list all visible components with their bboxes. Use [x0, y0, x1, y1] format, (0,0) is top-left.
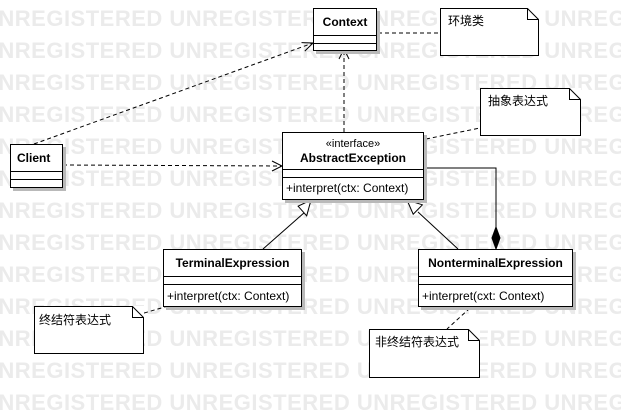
- generalization-nonterminal: [417, 211, 459, 250]
- operations-section: +interpret(cxt: Context): [419, 284, 572, 306]
- dependency-client-context: [33, 42, 314, 145]
- class-name: NonterminalExpression: [428, 256, 563, 270]
- operation-interpret: +interpret(cxt: Context): [422, 289, 545, 303]
- attributes-section: [314, 35, 376, 43]
- class-client-header: Client: [11, 145, 62, 171]
- note-text: 终结符表达式: [39, 313, 112, 327]
- operations-section: [314, 43, 376, 50]
- operations-section: [11, 179, 62, 187]
- note-text: 非终结符表达式: [375, 335, 460, 349]
- class-name: Client: [17, 151, 51, 165]
- attributes-section: [283, 169, 423, 177]
- watermark-line: UNREGISTERED UNREGISTERED UNREGISTERED U…: [0, 358, 621, 383]
- note-nonterminal[interactable]: 非终结符表达式: [369, 329, 480, 378]
- note-connector: [425, 127, 481, 140]
- note-context[interactable]: 环境类: [440, 8, 539, 56]
- class-name: TerminalExpression: [175, 256, 290, 270]
- operations-section: +interpret(ctx: Context): [164, 284, 301, 306]
- watermark-line: UNREGISTERED UNREGISTERED UNREGISTERED U…: [0, 390, 621, 415]
- operation-interpret: +interpret(ctx: Context): [167, 289, 290, 303]
- operation-interpret: +interpret(ctx: Context): [286, 181, 409, 195]
- class-context[interactable]: Context: [313, 8, 377, 51]
- class-client[interactable]: Client: [10, 144, 63, 188]
- dependency-client-abstract: [62, 164, 283, 167]
- generalization-terminal: [262, 211, 306, 250]
- note-abstract[interactable]: 抽象表达式: [480, 88, 581, 136]
- attributes-section: [164, 276, 301, 284]
- class-context-header: Context: [314, 9, 376, 35]
- attributes-section: [419, 276, 572, 284]
- note-terminal[interactable]: 终结符表达式: [34, 306, 144, 354]
- note-shape: [369, 329, 480, 378]
- composition-diamond: [491, 225, 501, 251]
- composition-line: [425, 167, 497, 227]
- class-name: AbstractException: [299, 150, 407, 165]
- class-nonterminal-expression-header: NonterminalExpression: [419, 250, 572, 276]
- class-name: Context: [322, 15, 368, 29]
- note-shape: [480, 88, 581, 136]
- class-nonterminal-expression[interactable]: NonterminalExpression +interpret(cxt: Co…: [418, 249, 573, 307]
- note-text: 环境类: [448, 14, 485, 28]
- note-connector: [446, 307, 471, 330]
- note-text: 抽象表达式: [488, 94, 549, 108]
- note-shape: [34, 306, 144, 354]
- generalization-arrowhead: [406, 199, 424, 216]
- generalization-arrowhead: [297, 199, 312, 217]
- stereotype-label: «interface»: [325, 137, 381, 150]
- operations-section: +interpret(ctx: Context): [283, 177, 423, 199]
- class-terminal-expression[interactable]: TerminalExpression +interpret(ctx: Conte…: [163, 249, 302, 307]
- note-shape: [440, 8, 539, 56]
- class-terminal-expression-header: TerminalExpression: [164, 250, 301, 276]
- class-abstract-exception[interactable]: «interface» AbstractException +interpret…: [282, 132, 424, 200]
- attributes-section: [11, 171, 62, 179]
- class-abstract-exception-header: «interface» AbstractException: [283, 133, 423, 169]
